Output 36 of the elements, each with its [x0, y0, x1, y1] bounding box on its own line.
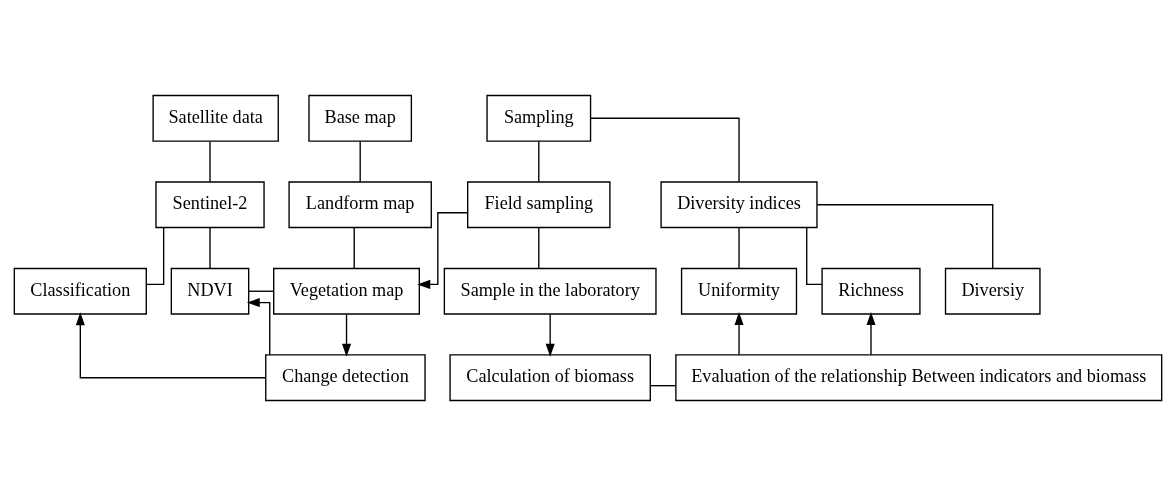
node-box: Landform map — [288, 181, 432, 229]
connector — [248, 290, 274, 292]
node-box: Change detection — [265, 354, 426, 402]
connector — [738, 227, 740, 269]
connector — [538, 140, 540, 183]
connector — [590, 117, 740, 183]
node-box: Diversity indices — [660, 181, 818, 229]
node-box: Sampling — [486, 94, 592, 142]
node-box: NDVI — [170, 267, 250, 315]
connector — [145, 227, 165, 286]
node-box: Satellite data — [152, 94, 279, 142]
node-box: Richness — [821, 267, 921, 315]
connector — [538, 227, 540, 269]
connector — [649, 384, 677, 387]
connector — [816, 204, 994, 269]
arrow — [75, 312, 267, 379]
node-box: Vegetation map — [273, 267, 421, 315]
node-box: Field sampling — [467, 181, 611, 229]
connector — [353, 227, 355, 269]
connector — [209, 140, 211, 183]
node-box: Sample in the laboratory — [443, 267, 657, 315]
node-box: Base map — [308, 94, 413, 142]
node-box: Diversiy — [944, 267, 1041, 315]
node-box: Evaluation of the relationship Between indicators and biomass — [675, 354, 1163, 402]
connector — [209, 227, 211, 269]
arrow — [246, 298, 271, 356]
arrow — [866, 312, 876, 356]
arrow — [341, 313, 352, 357]
arrow — [417, 212, 469, 289]
node-box: Sentinel-2 — [155, 181, 265, 229]
arrow — [545, 313, 555, 357]
arrow — [734, 312, 744, 356]
connector — [359, 140, 361, 183]
node-box: Classification — [13, 267, 147, 315]
node-box: Uniformity — [680, 267, 798, 315]
node-box: Calculation of biomass — [449, 354, 651, 402]
